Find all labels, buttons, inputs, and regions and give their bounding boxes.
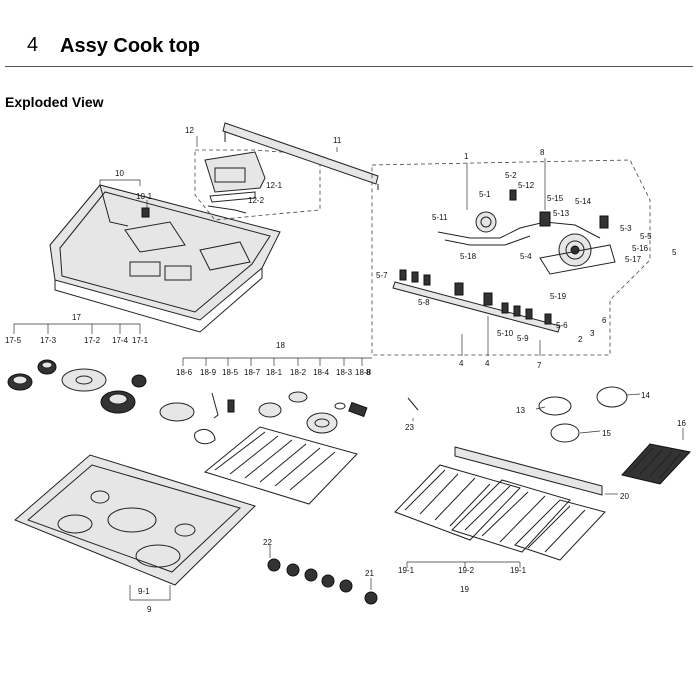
label-19-1-left: 19-1: [398, 566, 415, 575]
label-16: 16: [677, 419, 686, 428]
label-17-5: 17-5: [5, 336, 22, 345]
label-18-1: 18-1: [266, 368, 283, 377]
label-10-1: 10-1: [136, 192, 153, 201]
label-17-3: 17-3: [40, 336, 57, 345]
label-7: 7: [537, 361, 542, 370]
label-18-3: 18-3: [336, 368, 353, 377]
label-5-9: 5-9: [517, 334, 529, 343]
label-5-14: 5-14: [575, 197, 592, 206]
label-5-16: 5-16: [632, 244, 649, 253]
label-9: 9: [147, 605, 152, 614]
label-5-17: 5-17: [625, 255, 642, 264]
label-9-1: 9-1: [138, 587, 150, 596]
label-22: 22: [263, 538, 272, 547]
part-19-grates: [394, 464, 606, 561]
label-8: 8: [540, 148, 545, 157]
part-5-burner-valve-assembly: [371, 159, 651, 356]
label-13: 13: [516, 406, 525, 415]
part-12-control-assembly: [194, 149, 321, 221]
label-18-8: 18-8: [355, 368, 372, 377]
label-5-15: 5-15: [547, 194, 564, 203]
label-19: 19: [460, 585, 469, 594]
part-18-burner-parts: [159, 391, 368, 445]
label-18-5: 18-5: [222, 368, 239, 377]
label-5-13: 5-13: [553, 209, 570, 218]
label-4b: 4: [485, 359, 490, 368]
label-17: 17: [72, 313, 81, 322]
part-23: [407, 397, 419, 411]
label-4a: 4: [459, 359, 464, 368]
label-18-2: 18-2: [290, 368, 307, 377]
label-17-4: 17-4: [112, 336, 129, 345]
label-12: 12: [185, 126, 194, 135]
label-12-1: 12-1: [266, 181, 283, 190]
label-5-5: 5-5: [640, 232, 652, 241]
section-number: 4: [27, 34, 39, 56]
part-18-9-grill-rack: [203, 426, 358, 505]
part-22-knobs: [267, 558, 353, 593]
label-8-right: 8: [366, 368, 371, 377]
label-6: 6: [602, 316, 607, 325]
label-5-19: 5-19: [550, 292, 567, 301]
label-5-18: 5-18: [460, 252, 477, 261]
label-19-1-right: 19-1: [510, 566, 527, 575]
label-19-2: 19-2: [458, 566, 475, 575]
callout-labels: 12 11 10 10-1 12-1 12-2 1 8 5-2 5-12 5-1…: [5, 126, 686, 614]
label-14: 14: [641, 391, 650, 400]
label-5-10: 5-10: [497, 329, 514, 338]
label-2: 2: [578, 335, 583, 344]
part-10-frame: [49, 184, 281, 333]
label-12-2: 12-2: [248, 196, 265, 205]
label-18-4: 18-4: [313, 368, 330, 377]
label-21: 21: [365, 569, 374, 578]
label-5-3: 5-3: [620, 224, 632, 233]
label-5-6: 5-6: [556, 321, 568, 330]
label-5-8: 5-8: [418, 298, 430, 307]
label-1: 1: [464, 152, 469, 161]
parts-13-14-15-rings: [538, 386, 628, 443]
section-subtitle: Exploded View: [5, 94, 104, 110]
label-3: 3: [590, 329, 595, 338]
leader-lines: [13, 136, 684, 601]
label-5-7: 5-7: [376, 271, 388, 280]
label-10: 10: [115, 169, 124, 178]
label-5-1: 5-1: [479, 190, 491, 199]
part-20-bar: [454, 446, 603, 496]
header-rule: [5, 66, 693, 67]
label-11: 11: [333, 136, 342, 145]
part-21-knob: [364, 591, 378, 605]
label-5-11: 5-11: [432, 213, 448, 222]
part-17-burner-caps: [7, 359, 147, 414]
label-20: 20: [620, 492, 629, 501]
label-18-6: 18-6: [176, 368, 193, 377]
part-9-cooktop: [14, 454, 256, 586]
label-18: 18: [276, 341, 285, 350]
label-5: 5: [672, 248, 677, 257]
label-23: 23: [405, 423, 414, 432]
label-18-9: 18-9: [200, 368, 217, 377]
label-5-2: 5-2: [505, 171, 517, 180]
label-17-1: 17-1: [132, 336, 149, 345]
label-5-12: 5-12: [518, 181, 535, 190]
part-11-rail: [222, 122, 379, 190]
page-title: Assy Cook top: [60, 35, 201, 57]
label-18-7: 18-7: [244, 368, 261, 377]
label-17-2: 17-2: [84, 336, 101, 345]
label-5-4: 5-4: [520, 252, 532, 261]
part-16-griddle: [621, 443, 691, 485]
label-15: 15: [602, 429, 611, 438]
